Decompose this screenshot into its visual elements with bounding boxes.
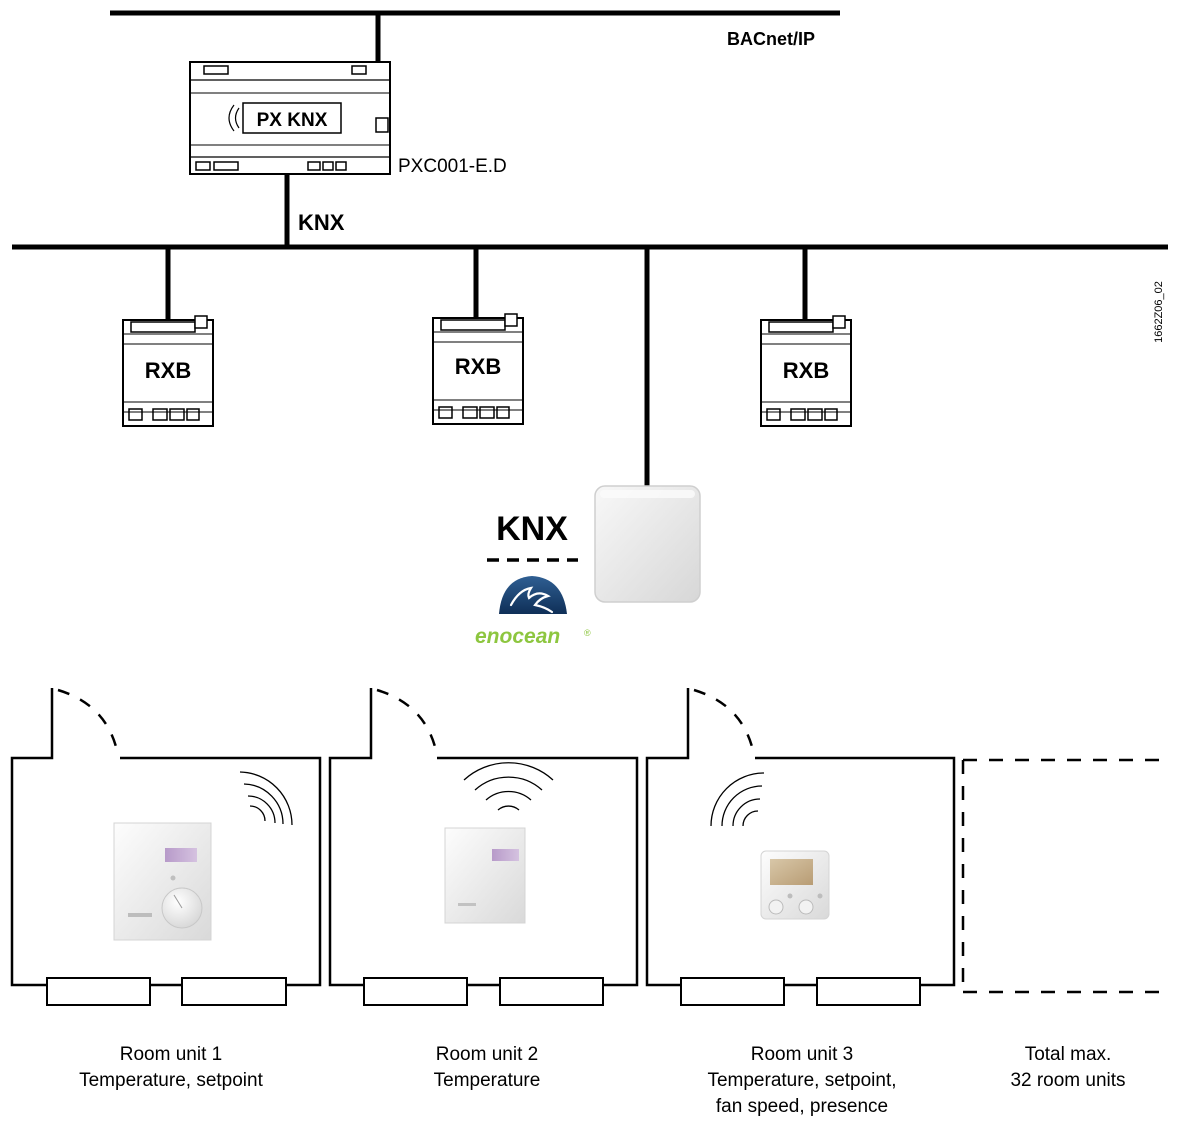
room-caption-3-line2: Temperature, setpoint,: [707, 1070, 897, 1091]
controller-face-label: PX KNX: [257, 110, 328, 131]
room-unit-3-device: [760, 850, 830, 920]
controller-model-label: PXC001-E.D: [398, 156, 507, 177]
rxb-label-1: RXB: [145, 358, 191, 383]
wireless-signal-icon-1: [239, 771, 293, 826]
room-caption-2-line2: Temperature: [433, 1070, 541, 1091]
rxb-module-3: [760, 315, 852, 427]
enocean-registered-mark: ®: [584, 628, 591, 638]
room-caption-3: Room unit 3 Temperature, setpoint, fan s…: [672, 1042, 932, 1120]
drawing-code: 1662Z06_02: [1153, 281, 1165, 343]
rxb-label-2: RXB: [455, 354, 501, 379]
gateway-knx-label: KNX: [496, 510, 568, 548]
enocean-logo: [499, 576, 567, 614]
enocean-wordmark: enocean: [475, 625, 560, 648]
room-extra-dashed-outline: [961, 758, 1168, 994]
room-caption-2-line1: Room unit 2: [435, 1044, 539, 1065]
room-caption-total-line1: Total max.: [1024, 1044, 1112, 1065]
room-caption-3-line1: Room unit 3: [750, 1044, 854, 1065]
rxb-label-3: RXB: [783, 358, 829, 383]
wireless-signal-icon-3: [710, 772, 765, 827]
room-unit-1-device: [113, 822, 212, 941]
room-unit-2-device: [444, 827, 526, 924]
rxb-module-1: [122, 315, 214, 427]
wireless-signal-icon-2: [463, 762, 554, 811]
room-caption-total-line2: 32 room units: [1010, 1070, 1126, 1091]
room-2-outline: [328, 688, 639, 1006]
room-caption-total: Total max. 32 room units: [938, 1042, 1181, 1094]
rxb-module-2: [432, 313, 524, 425]
enocean-gateway-device: [594, 485, 701, 603]
room-1-outline: [10, 688, 322, 1006]
knx-bus-label: KNX: [298, 210, 345, 235]
room-caption-1: Room unit 1 Temperature, setpoint: [41, 1042, 301, 1094]
room-caption-3-line3: fan speed, presence: [715, 1096, 889, 1117]
px-knx-controller: PX KNX: [189, 61, 391, 175]
room-caption-1-line2: Temperature, setpoint: [79, 1070, 263, 1091]
room-caption-2: Room unit 2 Temperature: [357, 1042, 617, 1094]
room-3-outline: [645, 688, 956, 1006]
room-caption-1-line1: Room unit 1: [119, 1044, 223, 1065]
bacnet-label: BACnet/IP: [727, 29, 815, 49]
